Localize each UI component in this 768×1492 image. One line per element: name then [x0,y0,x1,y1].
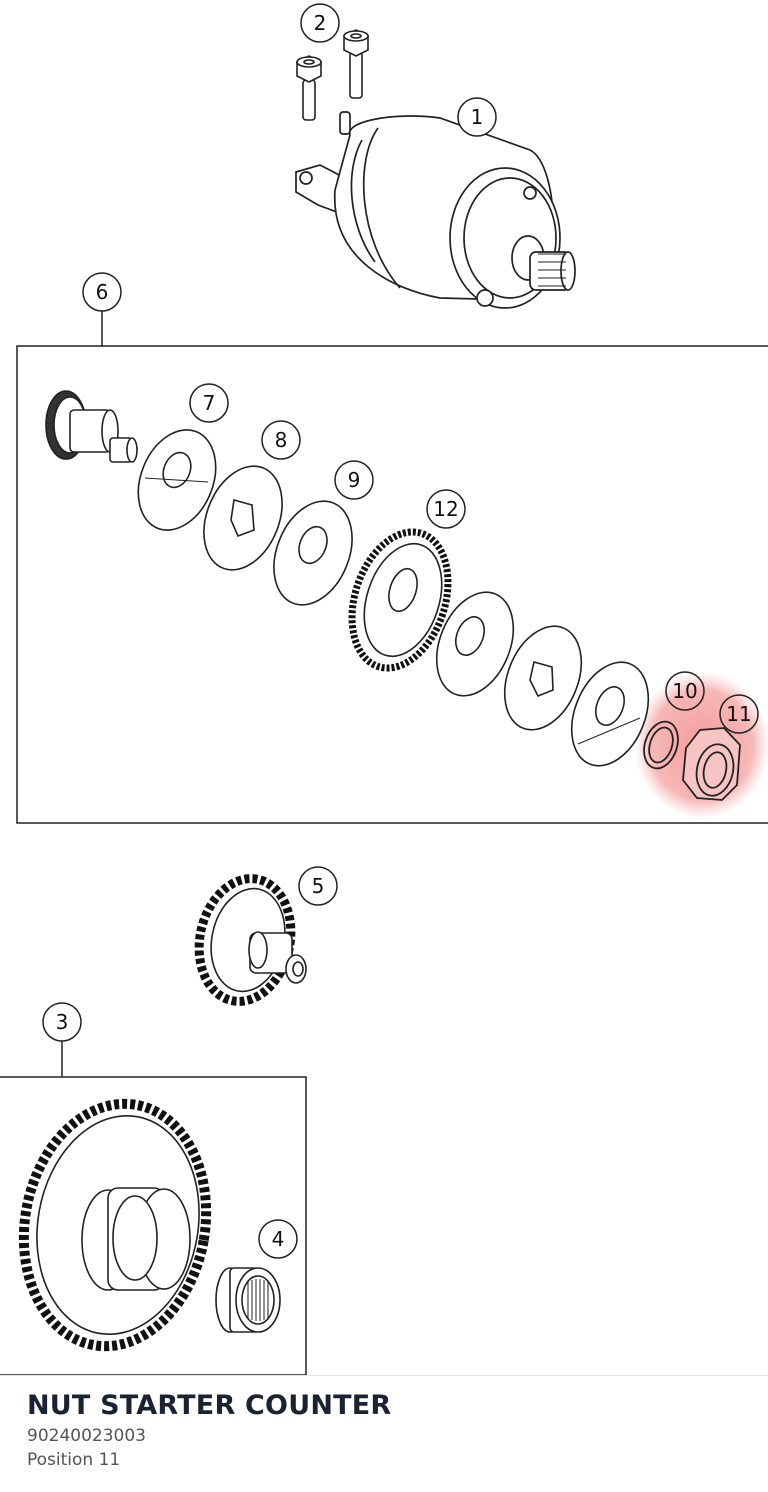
callout-4[interactable]: 4 [258,1219,298,1259]
bolt-icon[interactable] [343,29,369,99]
part-number: 90240023003 [27,1426,146,1446]
svg-text:4: 4 [272,1227,285,1251]
nut-icon[interactable] [682,727,741,801]
svg-text:9: 9 [348,468,361,492]
callout-10[interactable]: 10 [665,671,705,711]
svg-text:2: 2 [314,11,327,35]
washer-icon[interactable] [422,581,527,707]
washer-icon[interactable] [189,454,296,581]
svg-text:3: 3 [56,1010,69,1034]
position-value: 11 [98,1450,121,1470]
part-info-panel: NUT STARTER COUNTER 90240023003 Position… [0,1375,768,1492]
bolt-icon[interactable] [296,55,322,121]
callout-12[interactable]: 12 [426,489,466,529]
exploded-parts-diagram: 1 2 3 4 5 6 7 8 9 10 11 12 [0,3,768,1375]
washer-icon[interactable] [490,615,595,741]
needle-bearing-icon[interactable] [215,1267,281,1333]
group-box-3 [0,1076,307,1375]
svg-text:12: 12 [433,497,458,521]
washer-icon[interactable] [557,651,662,777]
pinion-shaft-icon[interactable] [45,390,138,463]
svg-text:11: 11 [726,702,751,726]
washer-icon[interactable] [259,489,366,616]
callout-2[interactable]: 2 [300,3,340,43]
svg-text:5: 5 [312,874,325,898]
gear-icon[interactable] [336,520,465,681]
starter-motor-icon[interactable] [295,111,576,309]
washer-icon[interactable] [124,418,230,541]
callout-11[interactable]: 11 [719,694,759,734]
part-position: Position 11 [27,1450,120,1470]
callout-6[interactable]: 6 [82,272,122,312]
callout-3[interactable]: 3 [42,1002,82,1042]
svg-text:8: 8 [275,428,288,452]
callout-8[interactable]: 8 [261,420,301,460]
callout-1[interactable]: 1 [457,97,497,137]
position-label: Position [27,1450,94,1470]
callout-9[interactable]: 9 [334,460,374,500]
group-box-6 [16,345,768,824]
gear-icon[interactable] [188,870,307,1010]
svg-text:7: 7 [203,391,216,415]
callout-7[interactable]: 7 [189,383,229,423]
svg-text:1: 1 [471,105,484,129]
gear-icon[interactable] [5,1089,225,1361]
callout-5[interactable]: 5 [298,866,338,906]
svg-text:6: 6 [96,280,109,304]
ring-washer-icon[interactable] [638,717,683,773]
part-title: NUT STARTER COUNTER [27,1390,392,1421]
svg-text:10: 10 [672,679,697,703]
